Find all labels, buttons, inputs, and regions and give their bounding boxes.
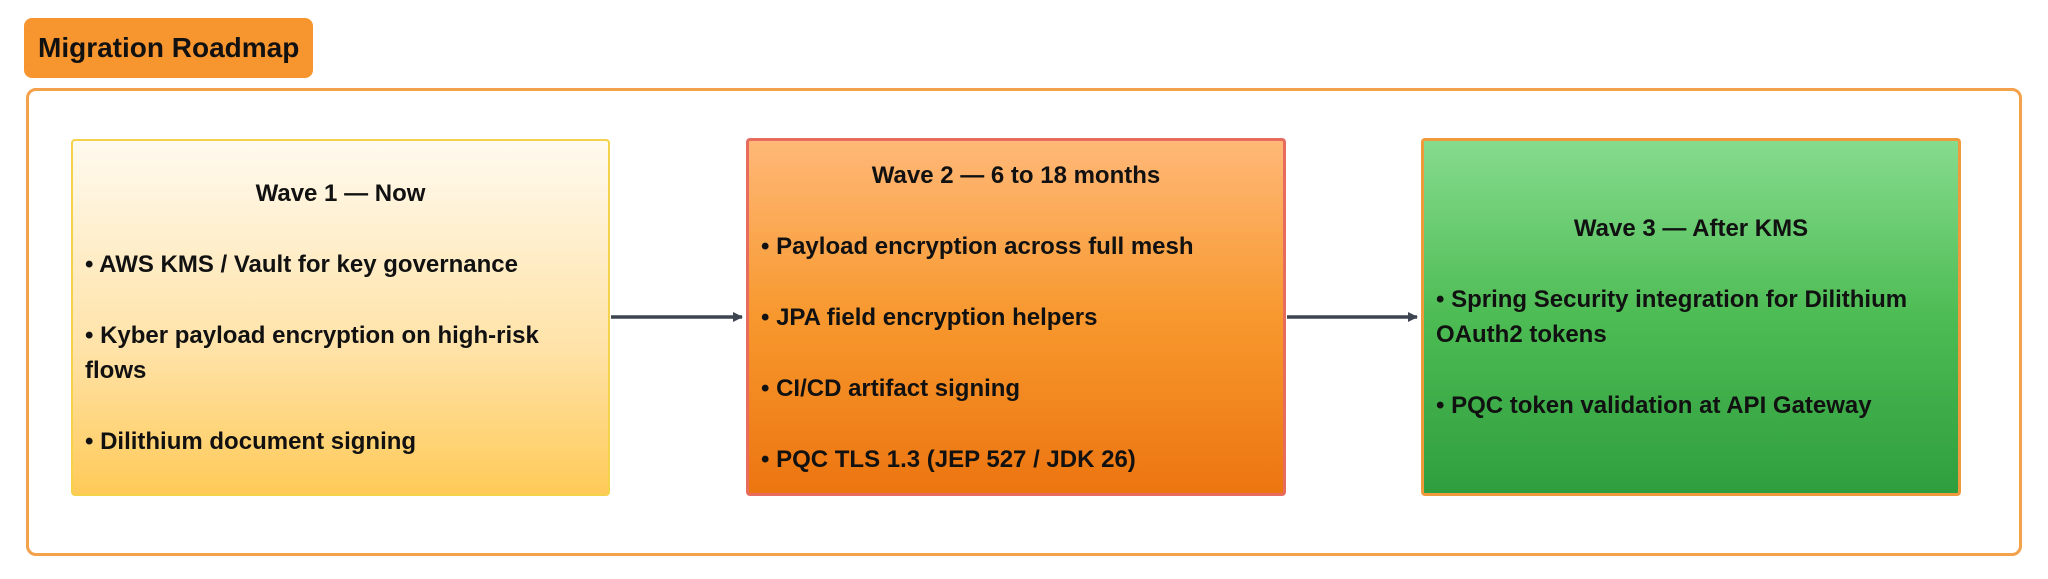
wave-2-item-1: • Payload encryption across full mesh: [761, 232, 1194, 260]
wave-1-card: Wave 1 — Now • AWS KMS / Vault for key g…: [71, 139, 610, 496]
wave-2-item-4: • PQC TLS 1.3 (JEP 527 / JDK 26): [761, 445, 1136, 473]
wave-1-heading: Wave 1 — Now: [255, 180, 426, 207]
wave-1-item-3: • Dilithium document signing: [85, 428, 417, 455]
wave-1-item-1: • AWS KMS / Vault for key governance: [85, 251, 518, 278]
wave-3-heading: Wave 3 — After KMS: [1573, 215, 1809, 242]
wave-2-item-2: • JPA field encryption helpers: [761, 303, 1098, 331]
roadmap-frame: [26, 88, 2022, 556]
roadmap-title: Migration Roadmap: [24, 18, 314, 78]
wave-2-card: Wave 2 — 6 to 18 months • Payload encryp…: [746, 138, 1286, 496]
wave-2-heading: Wave 2 — 6 to 18 months: [871, 161, 1161, 189]
wave-1-item-2: • Kyber payload encryption on high-risk …: [85, 322, 539, 384]
wave-2-item-3: • CI/CD artifact signing: [761, 374, 1021, 402]
wave-3-card: Wave 3 — After KMS • Spring Security int…: [1421, 138, 1961, 496]
wave-3-item-2: • PQC token validation at API Gateway: [1436, 392, 1872, 419]
wave-3-item-1: • Spring Security integration for Dilith…: [1436, 286, 1908, 348]
